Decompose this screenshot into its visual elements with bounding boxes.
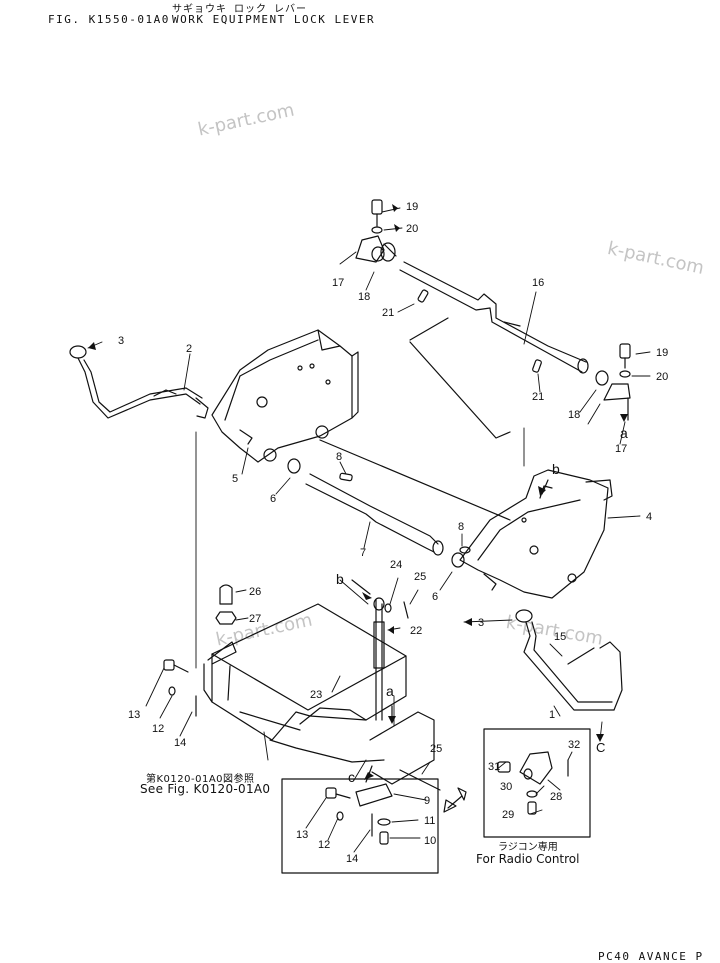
japanese-title: サギョウキ ロック レバー bbox=[172, 4, 308, 15]
part-number: 13 bbox=[296, 829, 308, 841]
cap-and-nut bbox=[215, 584, 237, 625]
part-number: 8 bbox=[458, 521, 464, 533]
part-number: 31 bbox=[488, 761, 500, 773]
part-number: 12 bbox=[152, 723, 164, 735]
part-number: 13 bbox=[128, 709, 140, 721]
console-box bbox=[203, 603, 407, 763]
view-letter: b bbox=[552, 461, 560, 477]
part-number: 17 bbox=[615, 443, 627, 455]
part-number: 23 bbox=[310, 689, 322, 701]
part-number: 16 bbox=[532, 277, 544, 289]
part-number: 14 bbox=[346, 853, 358, 865]
part-number: 27 bbox=[249, 613, 261, 625]
part-number: 3 bbox=[118, 335, 124, 347]
part-labels: 3 2 5 6 8 7 8 6 4 17 18 19 20 21 16 21 1… bbox=[118, 201, 668, 865]
part-number: 18 bbox=[358, 291, 370, 303]
part-number: 3 bbox=[478, 617, 484, 629]
part-number: 7 bbox=[360, 547, 366, 559]
view-letter-labels: a a b b c C bbox=[336, 425, 628, 785]
part-number: 15 bbox=[554, 631, 566, 643]
part-number: 4 bbox=[646, 511, 652, 523]
part-number: 20 bbox=[406, 223, 418, 235]
view-letter: a bbox=[620, 425, 628, 441]
part-number: 25 bbox=[430, 743, 442, 755]
bearing-block-upper-right bbox=[595, 343, 631, 421]
part-number: 29 bbox=[502, 809, 514, 821]
lock-rod bbox=[373, 597, 409, 721]
diagram-title: WORK EQUIPMENT LOCK LEVER bbox=[172, 13, 376, 26]
part-number: 1 bbox=[549, 709, 555, 721]
part-number: 12 bbox=[318, 839, 330, 851]
view-letter: b bbox=[336, 571, 344, 587]
detail-box-lower bbox=[281, 778, 439, 874]
reference-note-japanese: 第K0120-01A0図参照 bbox=[146, 774, 255, 785]
floor-plate-outline bbox=[409, 317, 511, 439]
radio-control-note-english: For Radio Control bbox=[476, 852, 580, 866]
bearing-block-upper-left bbox=[355, 199, 385, 263]
shaft-lower bbox=[287, 439, 511, 568]
lock-lever-right bbox=[515, 609, 623, 711]
part-number: 18 bbox=[568, 409, 580, 421]
bracket-plate-left bbox=[211, 329, 359, 463]
part-number: 21 bbox=[382, 307, 394, 319]
reference-note-english: See Fig. K0120-01A0 bbox=[140, 782, 271, 796]
leader-lines bbox=[87, 207, 651, 853]
part-number: 14 bbox=[174, 737, 186, 749]
part-number: 28 bbox=[550, 791, 562, 803]
direction-double-arrow bbox=[443, 787, 467, 813]
part-number: 11 bbox=[424, 815, 435, 827]
part-number: 21 bbox=[532, 391, 544, 403]
part-number: 24 bbox=[390, 559, 402, 571]
part-number: 25 bbox=[414, 571, 426, 583]
part-number: 30 bbox=[500, 781, 512, 793]
bracket-plate-right bbox=[459, 469, 613, 599]
view-letter: C bbox=[596, 740, 605, 755]
part-number: 19 bbox=[406, 201, 418, 213]
view-letter: c bbox=[348, 769, 355, 785]
part-number: 6 bbox=[270, 493, 276, 505]
part-number: 26 bbox=[249, 586, 261, 598]
part-number: 22 bbox=[410, 625, 422, 637]
part-number: 10 bbox=[424, 835, 436, 847]
view-letter: a bbox=[386, 683, 394, 699]
figure-id: FIG. K1550-01A0 bbox=[48, 13, 170, 26]
radio-control-detail-box bbox=[483, 728, 591, 838]
floor-plate bbox=[369, 711, 441, 791]
part-number: 2 bbox=[186, 343, 192, 355]
pin-21 bbox=[417, 289, 542, 373]
lock-lever-left bbox=[69, 345, 209, 419]
radio-control-note-japanese: ラジコン専用 bbox=[498, 842, 558, 853]
part-number: 19 bbox=[656, 347, 668, 359]
part-number: 8 bbox=[336, 451, 342, 463]
footer-text: PC40 AVANCE P bbox=[598, 950, 704, 963]
part-number: 6 bbox=[432, 591, 438, 603]
arrowheads bbox=[88, 204, 628, 780]
part-number: 17 bbox=[332, 277, 344, 289]
bolt-set-left bbox=[163, 659, 197, 717]
part-number: 5 bbox=[232, 473, 238, 485]
shaft-upper bbox=[380, 242, 589, 374]
part-number: 20 bbox=[656, 371, 668, 383]
part-number: 32 bbox=[568, 739, 580, 751]
part-number: 9 bbox=[424, 795, 430, 807]
